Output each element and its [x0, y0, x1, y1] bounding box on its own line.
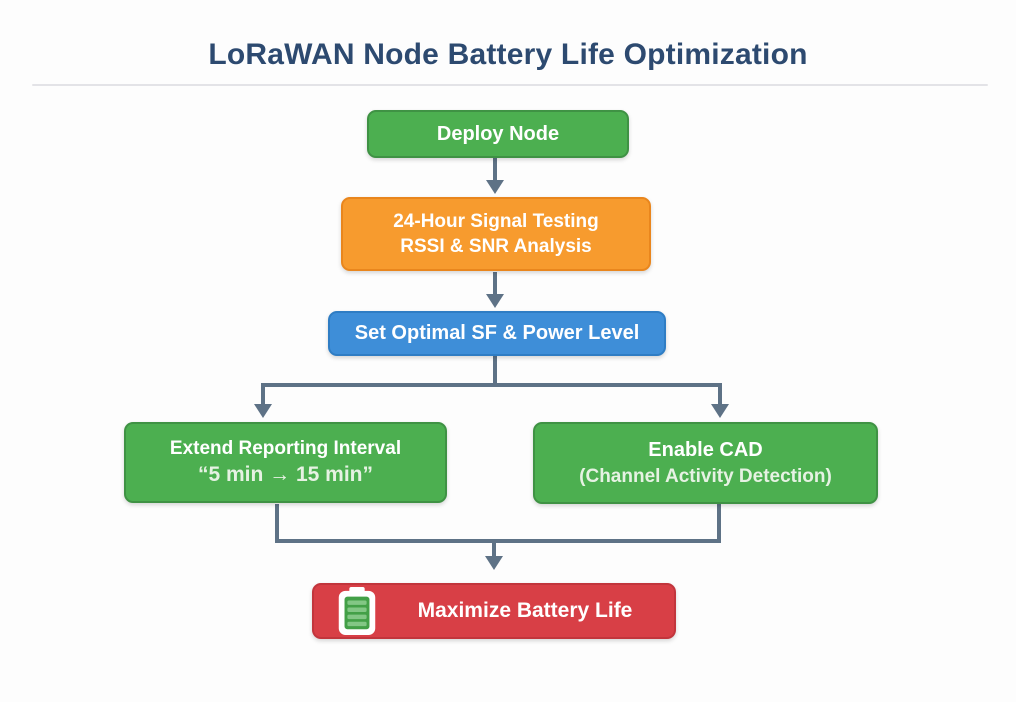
branch-optimal-to-actions — [254, 356, 729, 418]
node-signal-testing-line1: 24-Hour Signal Testing — [393, 210, 599, 232]
node-enable-cad: Enable CAD (Channel Activity Detection) — [533, 422, 878, 504]
node-signal-testing-line2: RSSI & SNR Analysis — [400, 236, 592, 257]
node-extend-interval-line2: “5 min → 15 min” — [197, 463, 374, 487]
node-deploy-label: Deploy Node — [436, 122, 560, 145]
node-extend-interval: Extend Reporting Interval “5 min → 15 mi… — [124, 422, 447, 503]
node-set-optimal-label: Set Optimal SF & Power Level — [354, 322, 640, 345]
arrow-testing-to-optimal — [486, 272, 504, 308]
arrow-deploy-to-testing — [486, 158, 504, 194]
node-extend-interval-line1: Extend Reporting Interval — [169, 438, 402, 460]
battery-icon — [338, 587, 376, 635]
node-enable-cad-line2: (Channel Activity Detection) — [579, 465, 832, 487]
node-enable-cad-line1: Enable CAD — [648, 439, 763, 462]
node-deploy: Deploy Node — [367, 110, 629, 158]
node-set-optimal: Set Optimal SF & Power Level — [328, 311, 666, 356]
page-title: LoRaWAN Node Battery Life Optimization — [208, 38, 808, 71]
node-maximize-battery: Maximize Battery Life — [312, 583, 676, 639]
title-divider — [32, 84, 988, 86]
merge-actions-to-maximize — [275, 504, 721, 570]
node-maximize-battery-label: Maximize Battery Life — [417, 599, 633, 623]
node-signal-testing: 24-Hour Signal Testing RSSI & SNR Analys… — [341, 197, 651, 271]
